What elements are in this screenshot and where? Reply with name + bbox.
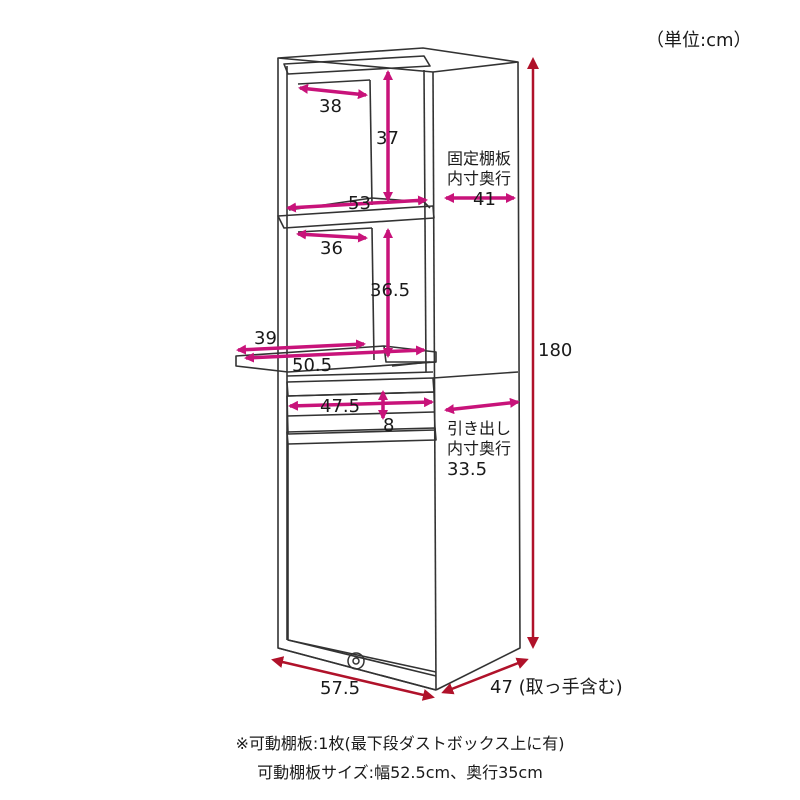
- label-drawer-depth-title-2: 内寸奥行: [447, 439, 511, 458]
- note-movable-shelf-count: ※可動棚板:1枚(最下段ダストボックス上に有): [235, 734, 565, 753]
- label-total-height: 180: [538, 340, 572, 361]
- arrow-total-depth: [441, 657, 529, 695]
- label-slide-shelf-depth: 39: [254, 328, 277, 349]
- mid-inner-back: [297, 227, 373, 233]
- drawer-top-rail: [286, 371, 434, 377]
- label-fixed-shelf-depth-title-2: 内寸奥行: [447, 169, 511, 188]
- label-drawer-width: 47.5: [320, 396, 360, 417]
- side-divider-line: [432, 371, 519, 379]
- arrow-total-width: [271, 656, 435, 701]
- label-drawer-depth: 33.5: [447, 459, 487, 480]
- arrow-top-shelf-width: [298, 83, 368, 100]
- overall-dimension-arrows: [271, 57, 539, 701]
- back-panel-edge-mid: [371, 227, 375, 361]
- label-top-shelf-width: 38: [319, 96, 342, 117]
- back-panel-edge-top: [369, 79, 373, 206]
- arrow-drawer-width: [288, 397, 434, 411]
- unit-label: （単位:cm）: [646, 30, 752, 51]
- door-top-rail: [286, 427, 437, 445]
- cabinet-front-right-edge: [432, 71, 437, 691]
- label-mid-shelf-width: 36: [320, 238, 343, 259]
- dimension-arrows: [236, 70, 520, 420]
- arrow-slide-shelf-width: [244, 345, 426, 363]
- label-mid-shelf-height: 36.5: [370, 280, 410, 301]
- slide-out-shelf-slot: [391, 361, 431, 367]
- note-movable-shelf-size: 可動棚板サイズ:幅52.5cm、奥行35cm: [257, 763, 543, 782]
- label-fixed-shelf-depth: 41: [473, 189, 496, 210]
- label-total-width: 57.5: [320, 678, 360, 699]
- label-fixed-shelf-width: 53: [348, 193, 371, 214]
- label-total-depth: 47 (取っ手含む): [490, 677, 623, 698]
- top-inner-back: [297, 79, 371, 85]
- cabinet-inner-right: [423, 69, 427, 373]
- arrow-mid-shelf-width: [296, 229, 368, 243]
- arrow-drawer-depth: [444, 397, 520, 415]
- label-drawer-depth-title-1: 引き出し: [447, 419, 511, 438]
- arrow-fixed-shelf-width: [286, 195, 428, 213]
- label-drawer-height: 8: [383, 415, 394, 436]
- label-slide-shelf-width: 50.5: [292, 355, 332, 376]
- label-top-shelf-height: 37: [376, 128, 399, 149]
- drawer-line: [286, 411, 435, 417]
- door-left-bottom: [287, 444, 437, 677]
- label-fixed-shelf-depth-title-1: 固定棚板: [447, 149, 511, 168]
- top-rail: [283, 55, 431, 75]
